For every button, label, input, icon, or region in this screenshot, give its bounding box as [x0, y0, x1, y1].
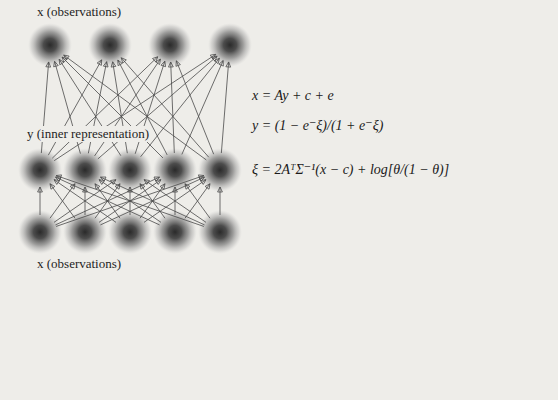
neuron-blob [108, 148, 152, 192]
layer-label: y (inner representation) [25, 126, 151, 142]
unit-layer: x (observations) [20, 210, 250, 280]
unit-layer: x (observations) [20, 2, 260, 68]
neuron-blob [198, 210, 242, 254]
layer-label: x (observations) [35, 256, 123, 272]
neuron-blob [108, 210, 152, 254]
layer-label: x (observations) [35, 4, 123, 20]
equation: y = (1 − e⁻ξ)/(1 + e⁻ξ) [250, 117, 385, 134]
neuron-blob [18, 148, 62, 192]
neuron-blob [18, 210, 62, 254]
weight-connections [38, 175, 223, 227]
unit-layer: y (inner representation) [15, 124, 250, 190]
neuron-blob [198, 148, 242, 192]
equation: x = Ay + c + e [250, 87, 336, 104]
weight-connections [41, 54, 230, 160]
equation: ξ = 2AᵀΣ⁻¹(x − c) + log[θ/(1 − θ)] [250, 161, 451, 178]
